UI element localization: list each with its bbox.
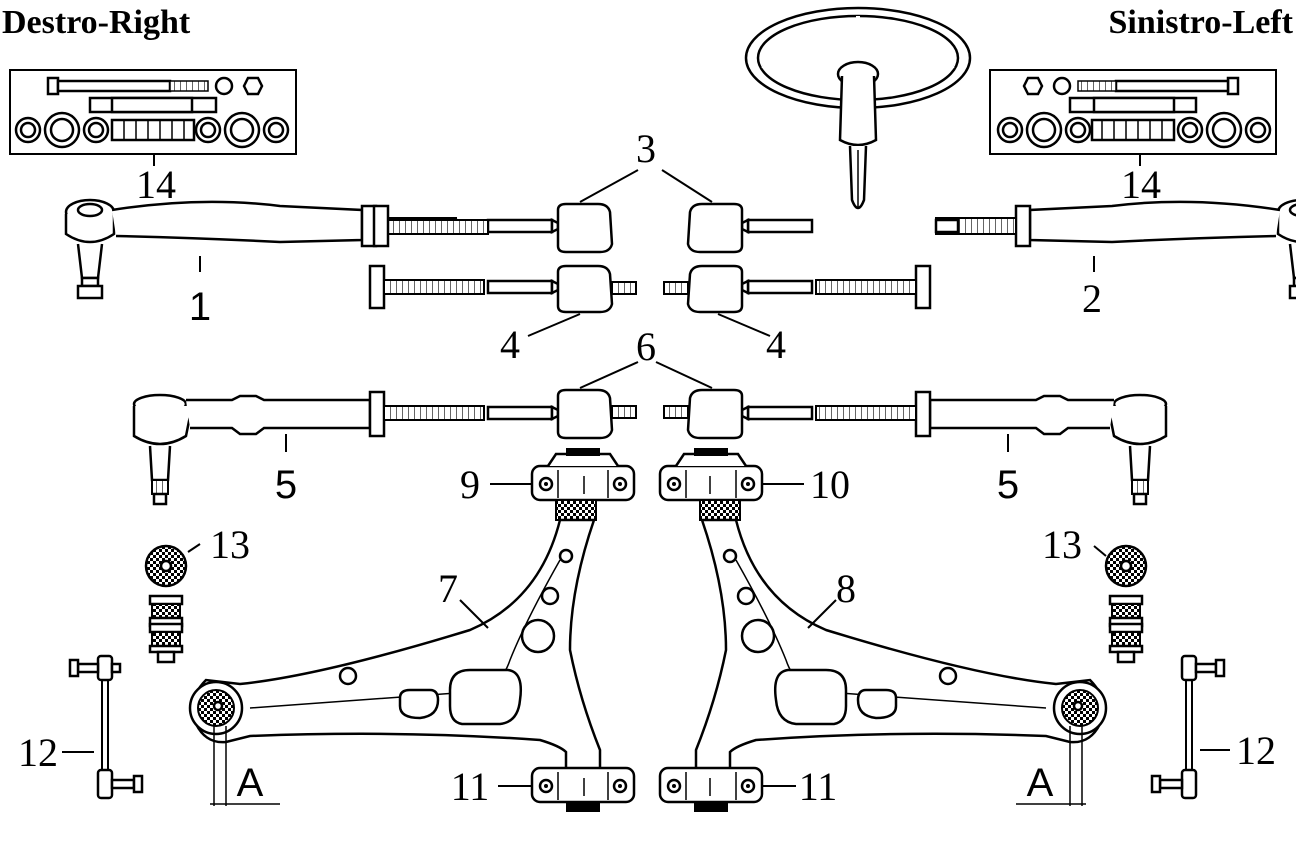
control-arm-7 (188, 499, 602, 772)
callout-13-right: 13 (210, 522, 250, 567)
callout-11-left: 11 (799, 764, 838, 809)
inner-joint-3-left (372, 202, 814, 254)
stabilizer-bushing-13-right (144, 544, 188, 664)
dimension-a-right (210, 726, 280, 806)
tie-rod-5-right (132, 388, 637, 506)
callout-7: 7 (438, 566, 458, 611)
callout-14-left: 14 (1121, 162, 1161, 207)
bushing-11-right (530, 766, 636, 812)
callout-12-left: 12 (1236, 728, 1276, 773)
label-a-right: A (237, 761, 264, 805)
kit-box-right (9, 69, 297, 155)
dimension-a-left (1016, 726, 1086, 806)
inner-rod-4-right (368, 264, 637, 314)
callout-6: 6 (636, 324, 656, 369)
tie-rod-5-left (663, 388, 1168, 506)
bushing-10 (658, 448, 764, 502)
callout-9: 9 (460, 462, 480, 507)
kit-box-left (989, 69, 1277, 155)
callout-2: 2 (1082, 276, 1102, 321)
inner-joint-3-right (486, 202, 614, 254)
callout-5-left: 5 (997, 463, 1019, 507)
callout-10: 10 (810, 462, 850, 507)
callout-3: 3 (636, 126, 656, 171)
stabilizer-bushing-13-left (1104, 544, 1148, 664)
header-left: Sinistro-Left (1109, 4, 1294, 41)
inner-rod-4-left (663, 264, 932, 314)
callout-4-left: 4 (766, 322, 786, 367)
control-arm-8 (694, 499, 1108, 772)
header-right: Destro-Right (2, 4, 191, 41)
callout-5-right: 5 (275, 463, 297, 507)
callout-13-left: 13 (1042, 522, 1082, 567)
callout-4-right: 4 (500, 322, 520, 367)
steering-wheel-icon (744, 6, 972, 210)
callout-14-right: 14 (136, 162, 176, 207)
stabilizer-link-12-right (68, 654, 144, 800)
tie-rod-end-left (934, 199, 1296, 300)
callout-8: 8 (836, 566, 856, 611)
callout-11-right: 11 (451, 764, 490, 809)
label-a-left: A (1027, 761, 1054, 805)
bushing-11-left (658, 766, 764, 812)
callout-1: 1 (189, 285, 211, 329)
bushing-9 (530, 448, 636, 502)
callout-12-right: 12 (18, 730, 58, 775)
stabilizer-link-12-left (1150, 654, 1226, 800)
